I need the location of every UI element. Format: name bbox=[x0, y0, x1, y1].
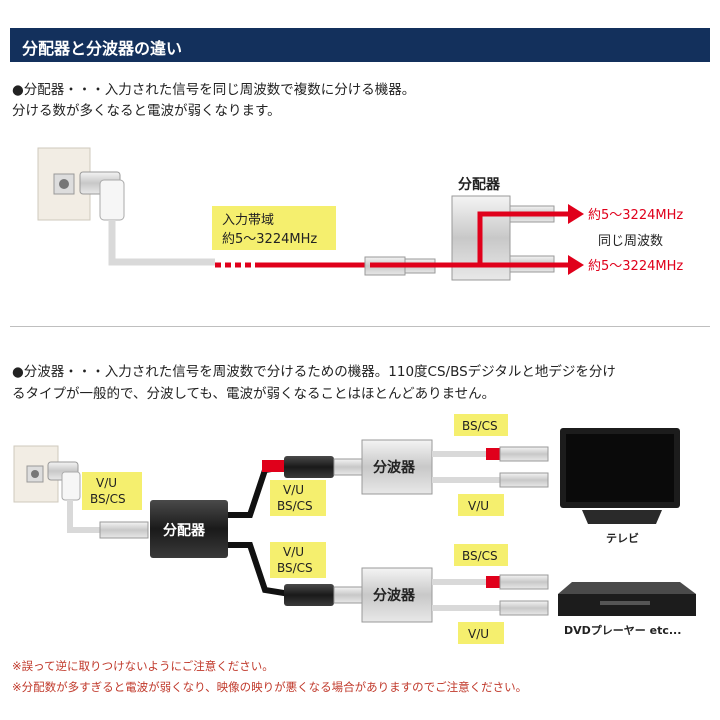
tv-icon bbox=[560, 428, 680, 524]
input-label-line2: BS/CS bbox=[90, 492, 126, 506]
diplexer-2-label: 分波器 bbox=[373, 587, 416, 604]
diplexer-2-bscs-label-box bbox=[454, 544, 508, 566]
diplexer-1-red-marker bbox=[486, 448, 500, 460]
diplexer-1-vu-label-box bbox=[458, 494, 504, 516]
branch-1-plug bbox=[284, 456, 365, 478]
section-divider bbox=[10, 326, 710, 327]
angled-plug-top bbox=[79, 171, 125, 221]
diplexer-1-label: 分波器 bbox=[373, 459, 416, 476]
branch-2-label-line1: V/U bbox=[283, 545, 304, 559]
input-band-label-box bbox=[212, 206, 336, 250]
branch-2-plug bbox=[284, 584, 365, 606]
angled-plug-bottom bbox=[47, 461, 81, 501]
wall-outlet-top bbox=[37, 147, 91, 221]
coax-plug-bottom bbox=[99, 521, 149, 539]
output-freq-2: 約5〜3224MHz bbox=[588, 259, 683, 274]
input-label-box bbox=[82, 472, 142, 510]
diplexer-1-bscs-label-box bbox=[454, 414, 508, 436]
splitter-device-label: 分配器 bbox=[458, 177, 501, 193]
dvd-player-icon bbox=[558, 582, 696, 616]
tv-label: テレビ bbox=[606, 531, 639, 545]
diplexer-2-bscs-label: BS/CS bbox=[462, 549, 498, 563]
branch-2-label-line2: BS/CS bbox=[277, 561, 313, 575]
input-band-label-line2: 約5〜3224MHz bbox=[222, 232, 317, 247]
diplexer-1-vu-plug bbox=[499, 472, 549, 488]
arrow-head-1 bbox=[568, 204, 584, 224]
input-cable-bottom bbox=[67, 500, 100, 533]
diplexer-1-device bbox=[361, 439, 433, 495]
caution-note-2: ※分配数が多すぎると電波が弱くなり、映像の映りが悪くなる場合がありますのでご注意… bbox=[12, 680, 528, 694]
diplexer-2-device bbox=[361, 567, 433, 623]
branch-1-label-box bbox=[270, 480, 326, 516]
arrow-head-2 bbox=[568, 255, 584, 275]
section-header: 分配器と分波器の違い bbox=[10, 28, 710, 62]
diplexer-1-vu-label: V/U bbox=[468, 499, 489, 513]
section-title: 分配器と分波器の違い bbox=[22, 39, 183, 58]
branch-2-label-box bbox=[270, 542, 326, 578]
branch-1-label-line2: BS/CS bbox=[277, 499, 313, 513]
input-cable-top bbox=[108, 220, 215, 266]
branch-1-label-line1: V/U bbox=[283, 483, 304, 497]
output-freq-1: 約5〜3224MHz bbox=[588, 208, 683, 223]
diplexer-2-vu-plug bbox=[499, 600, 549, 616]
diplexer-2-bscs-plug bbox=[499, 574, 549, 590]
splitter-box-label: 分配器 bbox=[163, 523, 206, 539]
input-band-label-line1: 入力帯域 bbox=[222, 213, 274, 228]
diplexer-description-line2: るタイプが一般的で、分波しても、電波が弱くなることはほとんどありません。 bbox=[12, 386, 496, 402]
dvd-player-label: DVDプレーヤー etc... bbox=[564, 623, 681, 637]
branch-1-red-marker bbox=[262, 460, 284, 472]
splitter-description-line1: ●分配器・・・入力された信号を同じ周波数で複数に分ける機器。 bbox=[12, 82, 416, 98]
branch-cable-2 bbox=[228, 542, 291, 597]
output-signal-1 bbox=[370, 211, 570, 268]
splitter-box bbox=[150, 500, 228, 558]
diplexer-2-vu-label-box bbox=[458, 622, 504, 644]
diplexer-1-bscs-label: BS/CS bbox=[462, 419, 498, 433]
diplexer-2-red-marker bbox=[486, 576, 500, 588]
diplexer-description-line1: ●分波器・・・入力された信号を周波数で分けるための機器。110度CS/BSデジタ… bbox=[12, 364, 616, 380]
diplexer-2-vu-label: V/U bbox=[468, 627, 489, 641]
same-frequency-label: 同じ周波数 bbox=[598, 234, 663, 249]
splitter-description-line2: 分ける数が多くなると電波が弱くなります。 bbox=[12, 103, 281, 119]
input-label-line1: V/U bbox=[96, 476, 117, 490]
diplexer-1-bscs-plug bbox=[499, 446, 549, 462]
caution-note-1: ※誤って逆に取りつけないようにご注意ください。 bbox=[12, 659, 274, 673]
